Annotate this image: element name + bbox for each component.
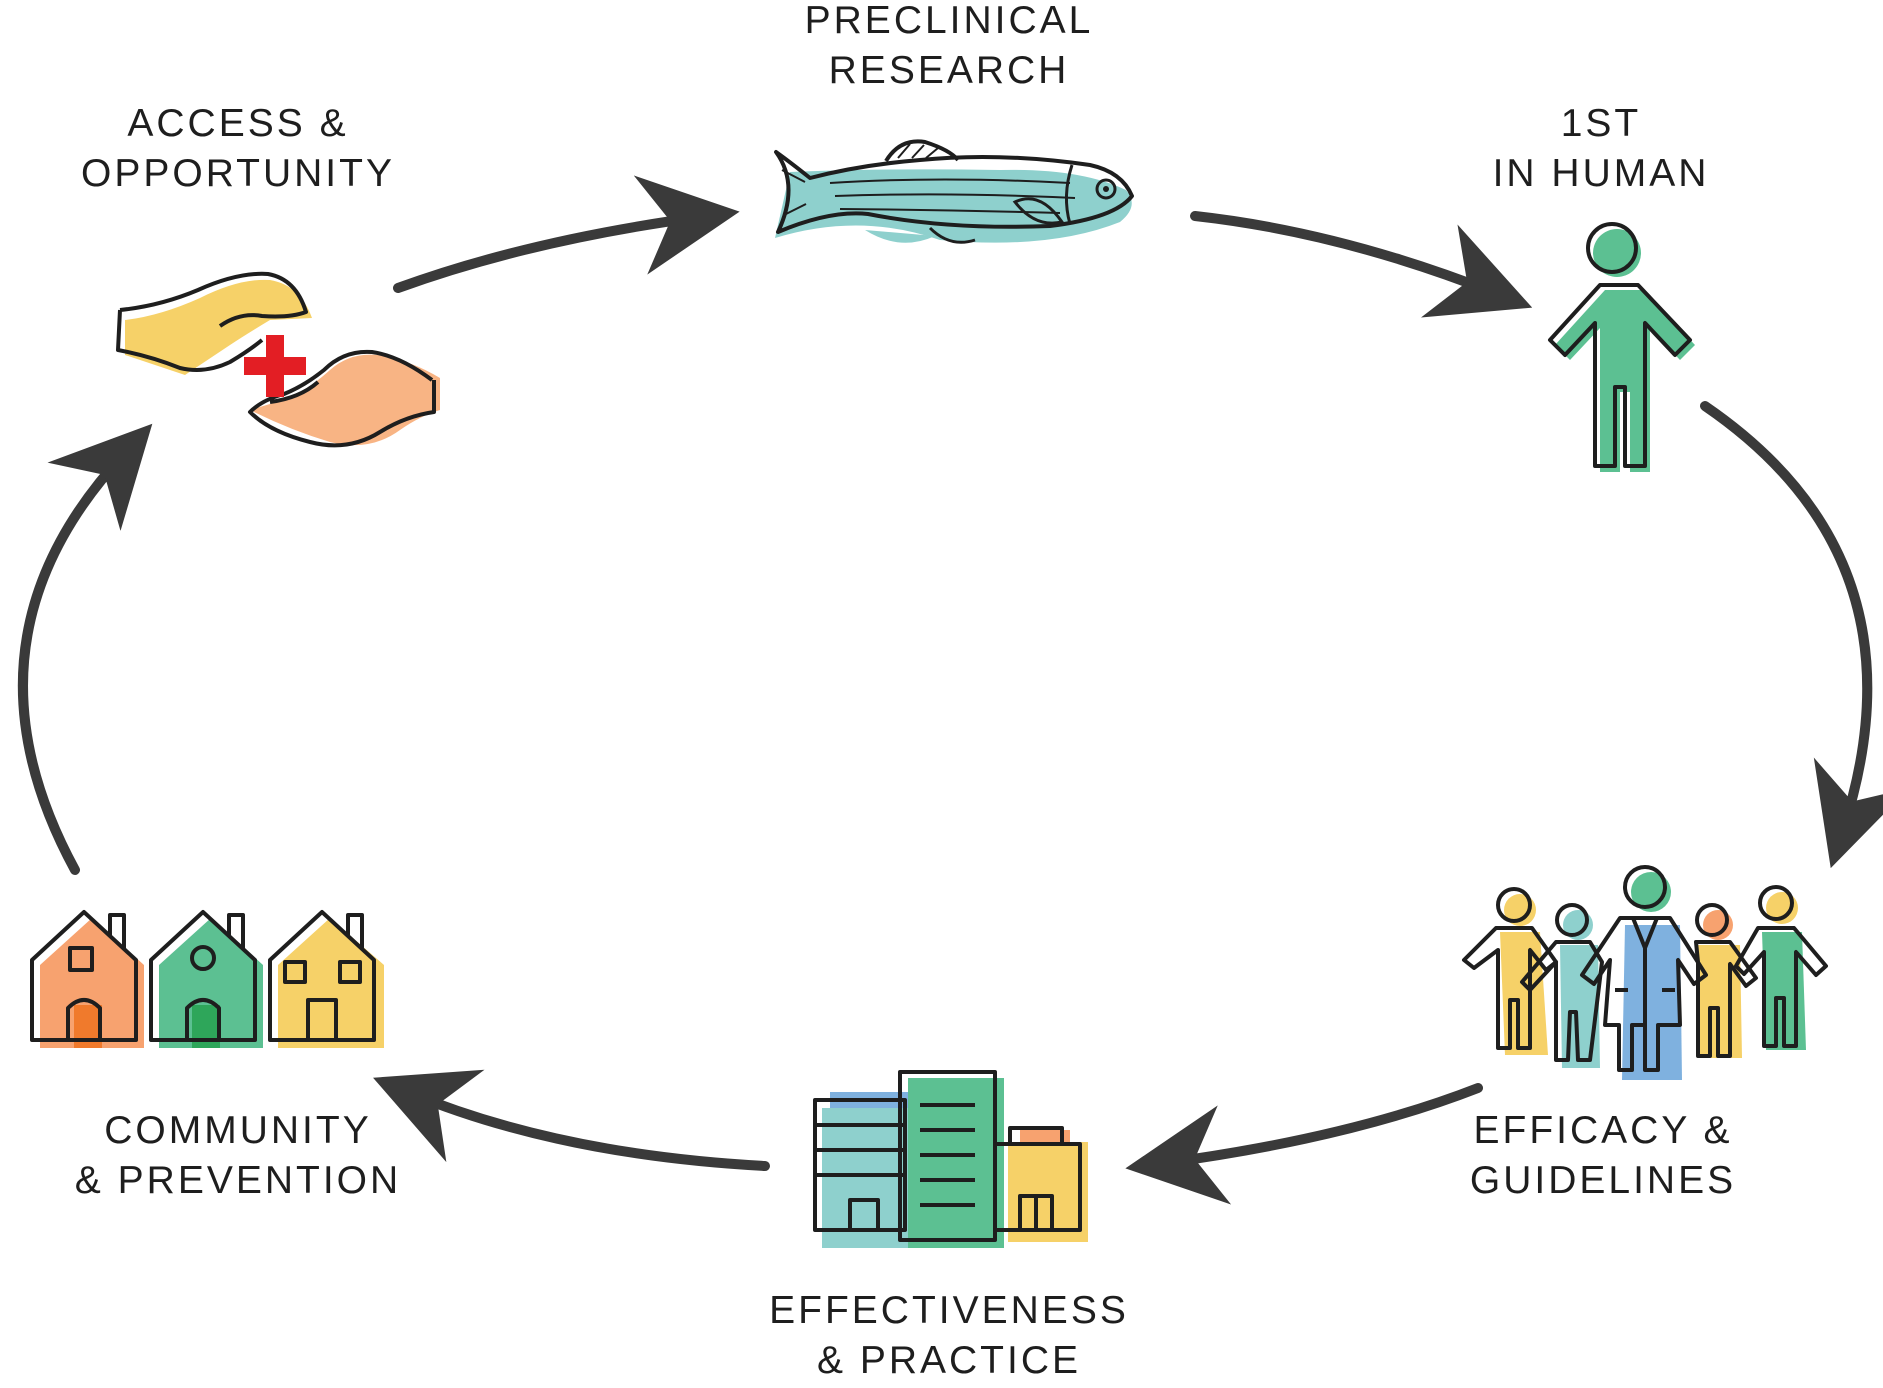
arrow-preclinical-to-first-in-human xyxy=(1190,211,1533,318)
label-community-prevention: COMMUNITY & PREVENTION xyxy=(38,1106,438,1206)
label-access-opportunity: ACCESS & OPPORTUNITY xyxy=(38,99,438,199)
houses-icon xyxy=(30,910,384,1048)
label-effectiveness-practice: EFFECTIVENESS & PRACTICE xyxy=(749,1286,1149,1386)
label-line: COMMUNITY xyxy=(104,1109,372,1152)
arrow-community-to-access xyxy=(18,423,153,875)
zebrafish-icon xyxy=(774,139,1134,244)
label-line: 1ST xyxy=(1560,102,1642,145)
label-line: PRECLINICAL xyxy=(804,0,1094,42)
hospital-buildings-icon xyxy=(813,1070,1088,1248)
label-line: RESEARCH xyxy=(828,49,1070,92)
label-line: EFFECTIVENESS xyxy=(769,1289,1129,1332)
arrow-effectiveness-to-community xyxy=(373,1069,770,1171)
label-preclinical-research: PRECLINICAL RESEARCH xyxy=(749,0,1149,96)
label-line: EFFICACY & xyxy=(1473,1109,1733,1152)
label-line: & PRACTICE xyxy=(816,1339,1082,1382)
arrow-access-to-preclinical xyxy=(393,175,740,293)
label-first-in-human: 1ST IN HUMAN xyxy=(1401,99,1801,199)
label-line: GUIDELINES xyxy=(1469,1159,1737,1202)
hands-medical-cross-icon xyxy=(116,271,440,448)
label-efficacy-guidelines: EFFICACY & GUIDELINES xyxy=(1403,1106,1803,1206)
label-line: ACCESS & xyxy=(127,102,349,145)
group-with-doctor-icon xyxy=(1462,865,1828,1080)
cycle-arrows xyxy=(18,175,1883,1205)
red-cross-icon xyxy=(244,335,306,397)
arrow-first-in-human-to-efficacy xyxy=(1700,401,1883,869)
person-icon xyxy=(1548,222,1695,472)
label-line: & PREVENTION xyxy=(74,1159,402,1202)
label-line: IN HUMAN xyxy=(1492,152,1710,195)
label-line: OPPORTUNITY xyxy=(81,152,395,195)
arrow-efficacy-to-effectiveness xyxy=(1125,1083,1483,1205)
